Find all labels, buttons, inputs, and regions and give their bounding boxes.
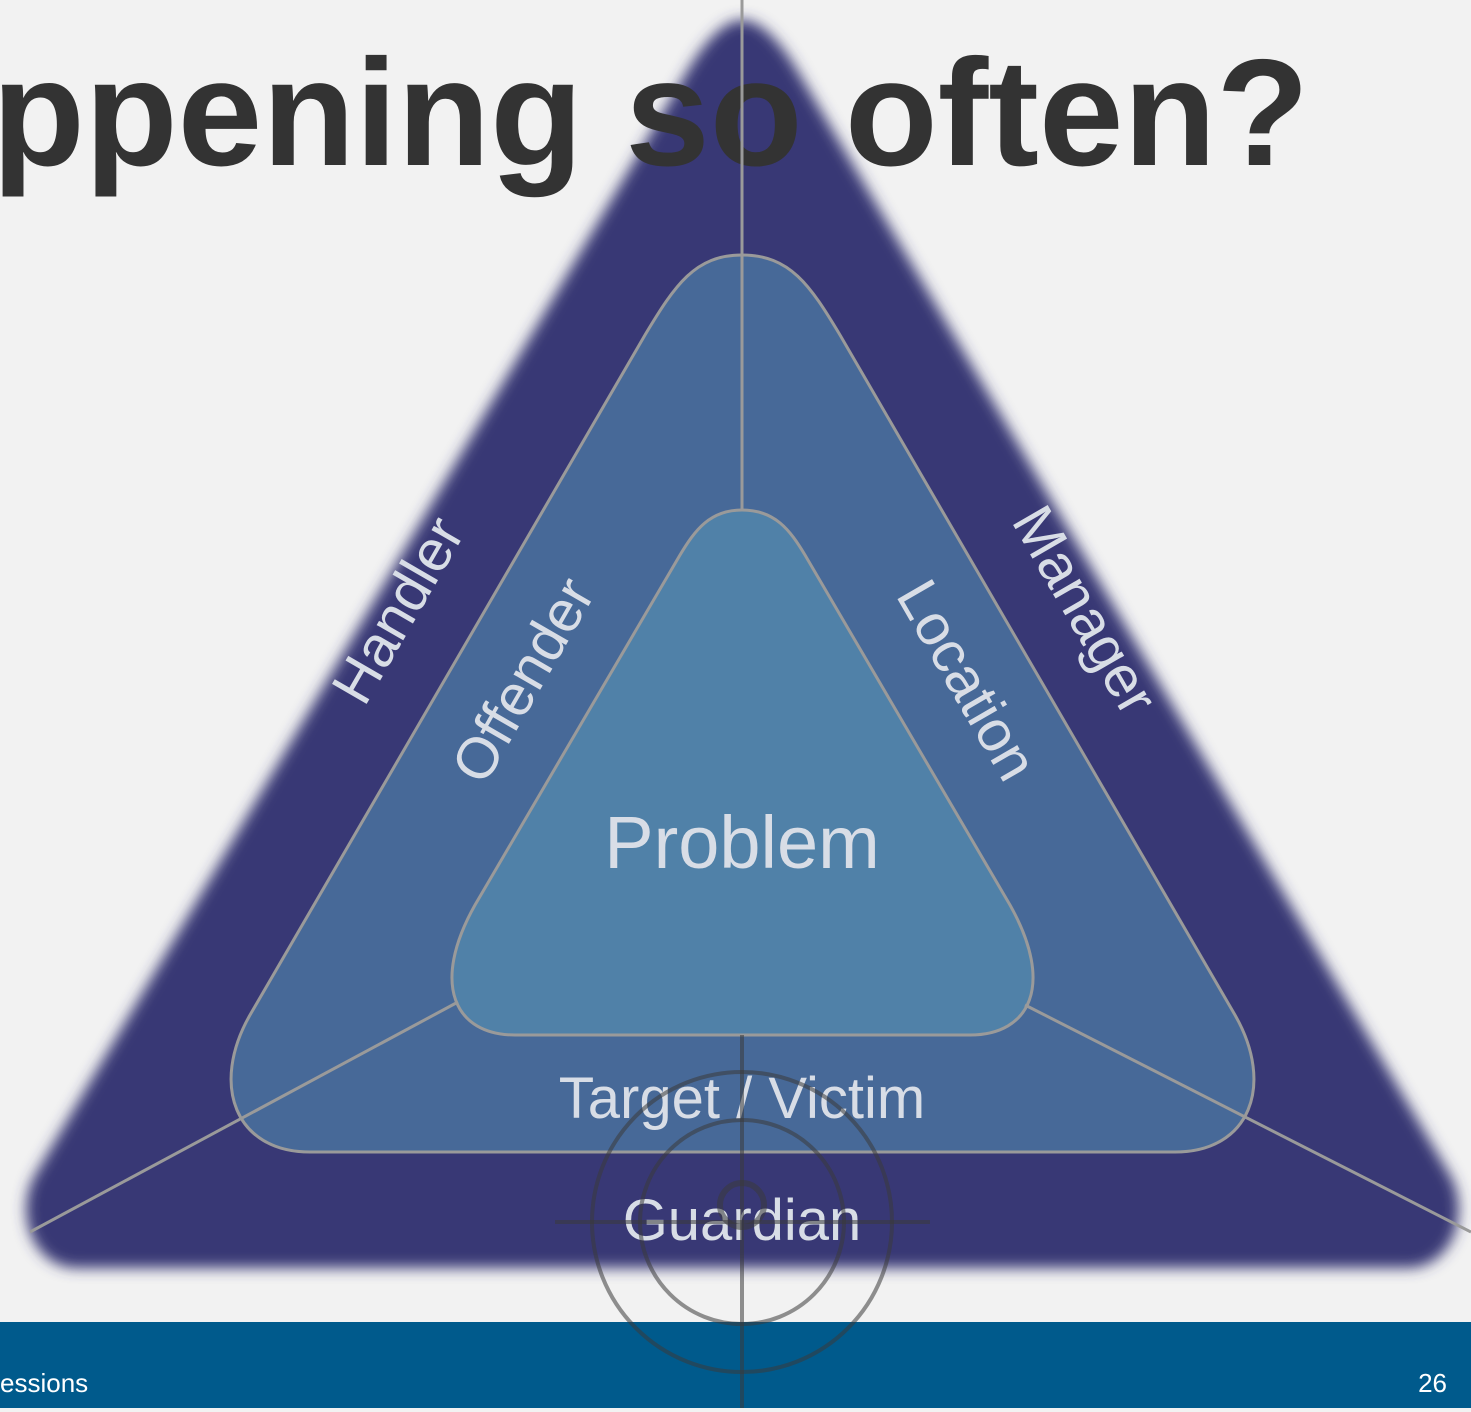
crosshair-target-icon [555, 1035, 930, 1408]
label-problem: Problem [604, 801, 880, 884]
divider-bottom-left [29, 1000, 459, 1234]
page-number: 26 [1418, 1368, 1447, 1398]
slide-title: ppening so often? [0, 28, 1309, 198]
divider-bottom-right [1024, 1003, 1471, 1234]
footer-text: essions [0, 1368, 89, 1398]
footer-bar [0, 1322, 1471, 1408]
